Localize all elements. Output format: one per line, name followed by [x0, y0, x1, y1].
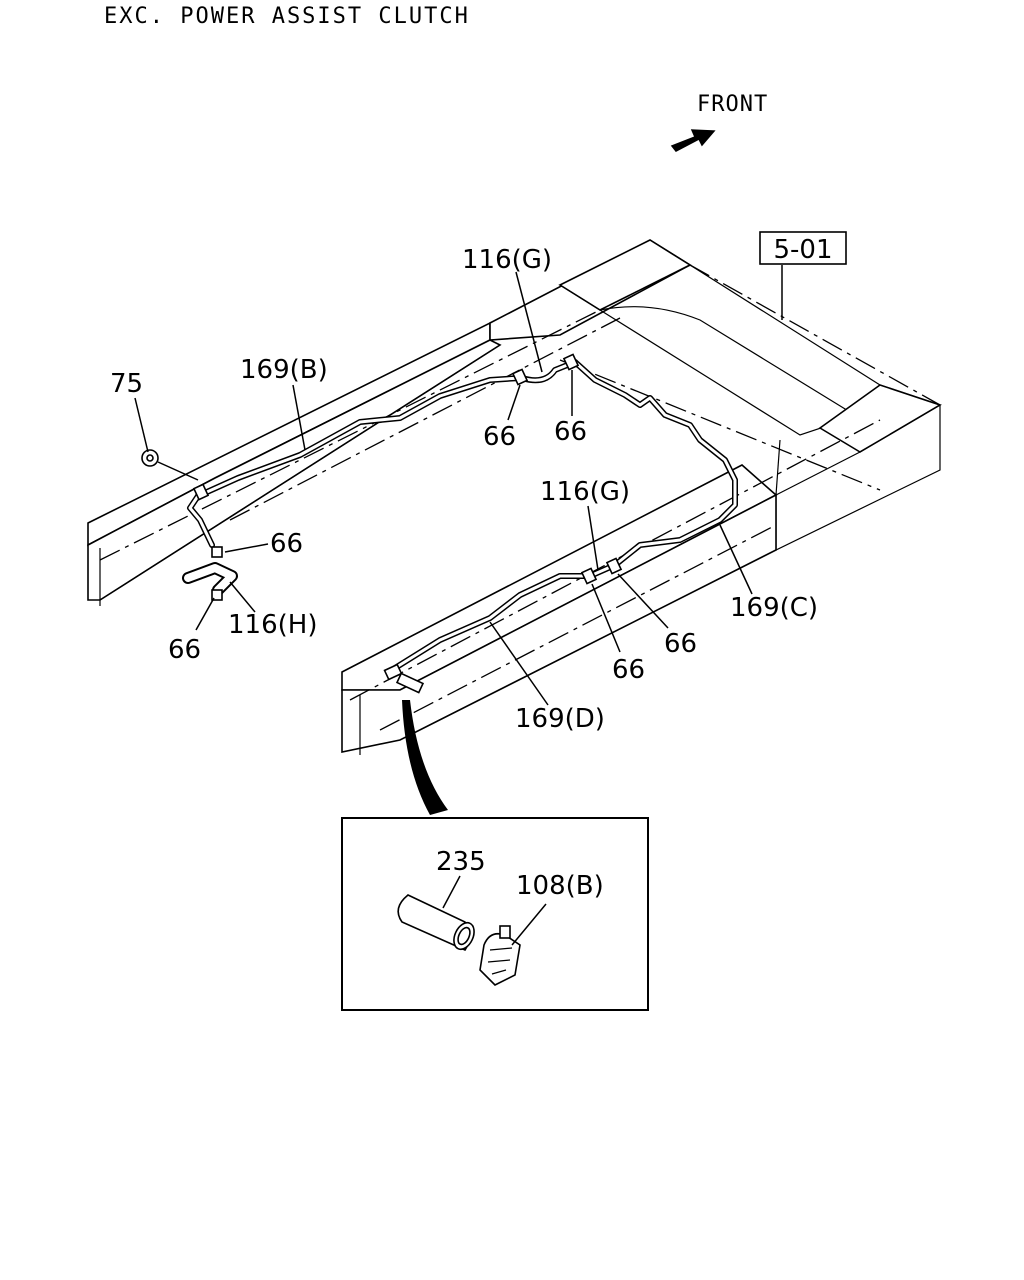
- nut-75: [141, 449, 159, 467]
- reference-box: [759, 231, 847, 265]
- callout-66-b: 66: [554, 417, 587, 447]
- callout-66-f: 66: [612, 655, 645, 685]
- callout-108b: 108(B): [516, 871, 604, 901]
- cross-member: [489, 239, 942, 551]
- callout-235: 235: [436, 847, 486, 877]
- clip-fittings: [192, 353, 623, 694]
- callout-116h: 116(H): [228, 610, 317, 640]
- callout-169d: 169(D): [515, 704, 605, 734]
- callout-66-a: 66: [483, 422, 516, 452]
- callout-66-d: 66: [168, 635, 201, 665]
- callout-169c: 169(C): [730, 593, 818, 623]
- brake-pipe-169b: [195, 375, 523, 499]
- callout-116g-top: 116(G): [462, 245, 552, 275]
- front-label: FRONT: [697, 92, 769, 117]
- callout-75: 75: [110, 369, 143, 399]
- detail-inset: [341, 817, 649, 1011]
- phantom-lines: [99, 264, 941, 731]
- brake-pipe-left-drop: [187, 493, 215, 548]
- callout-169b: 169(B): [240, 355, 328, 385]
- diagram-heading: EXC. POWER ASSIST CLUTCH: [104, 4, 470, 29]
- detail-pointer-arrow-icon: [402, 700, 448, 815]
- front-arrow-icon: [670, 129, 716, 152]
- frame-rail-left: [87, 321, 502, 606]
- clip-108b: [479, 925, 521, 986]
- sleeve-235: [397, 894, 475, 952]
- brake-pipe-169d: [392, 573, 591, 671]
- callout-116g-mid: 116(G): [540, 477, 630, 507]
- callout-66-e: 66: [664, 629, 697, 659]
- hose-116h: [182, 562, 238, 596]
- brake-pipe-169c: [572, 359, 738, 568]
- ref-box-label: 5-01: [773, 235, 832, 265]
- callout-66-c: 66: [270, 529, 303, 559]
- leader-lines: [134, 265, 783, 706]
